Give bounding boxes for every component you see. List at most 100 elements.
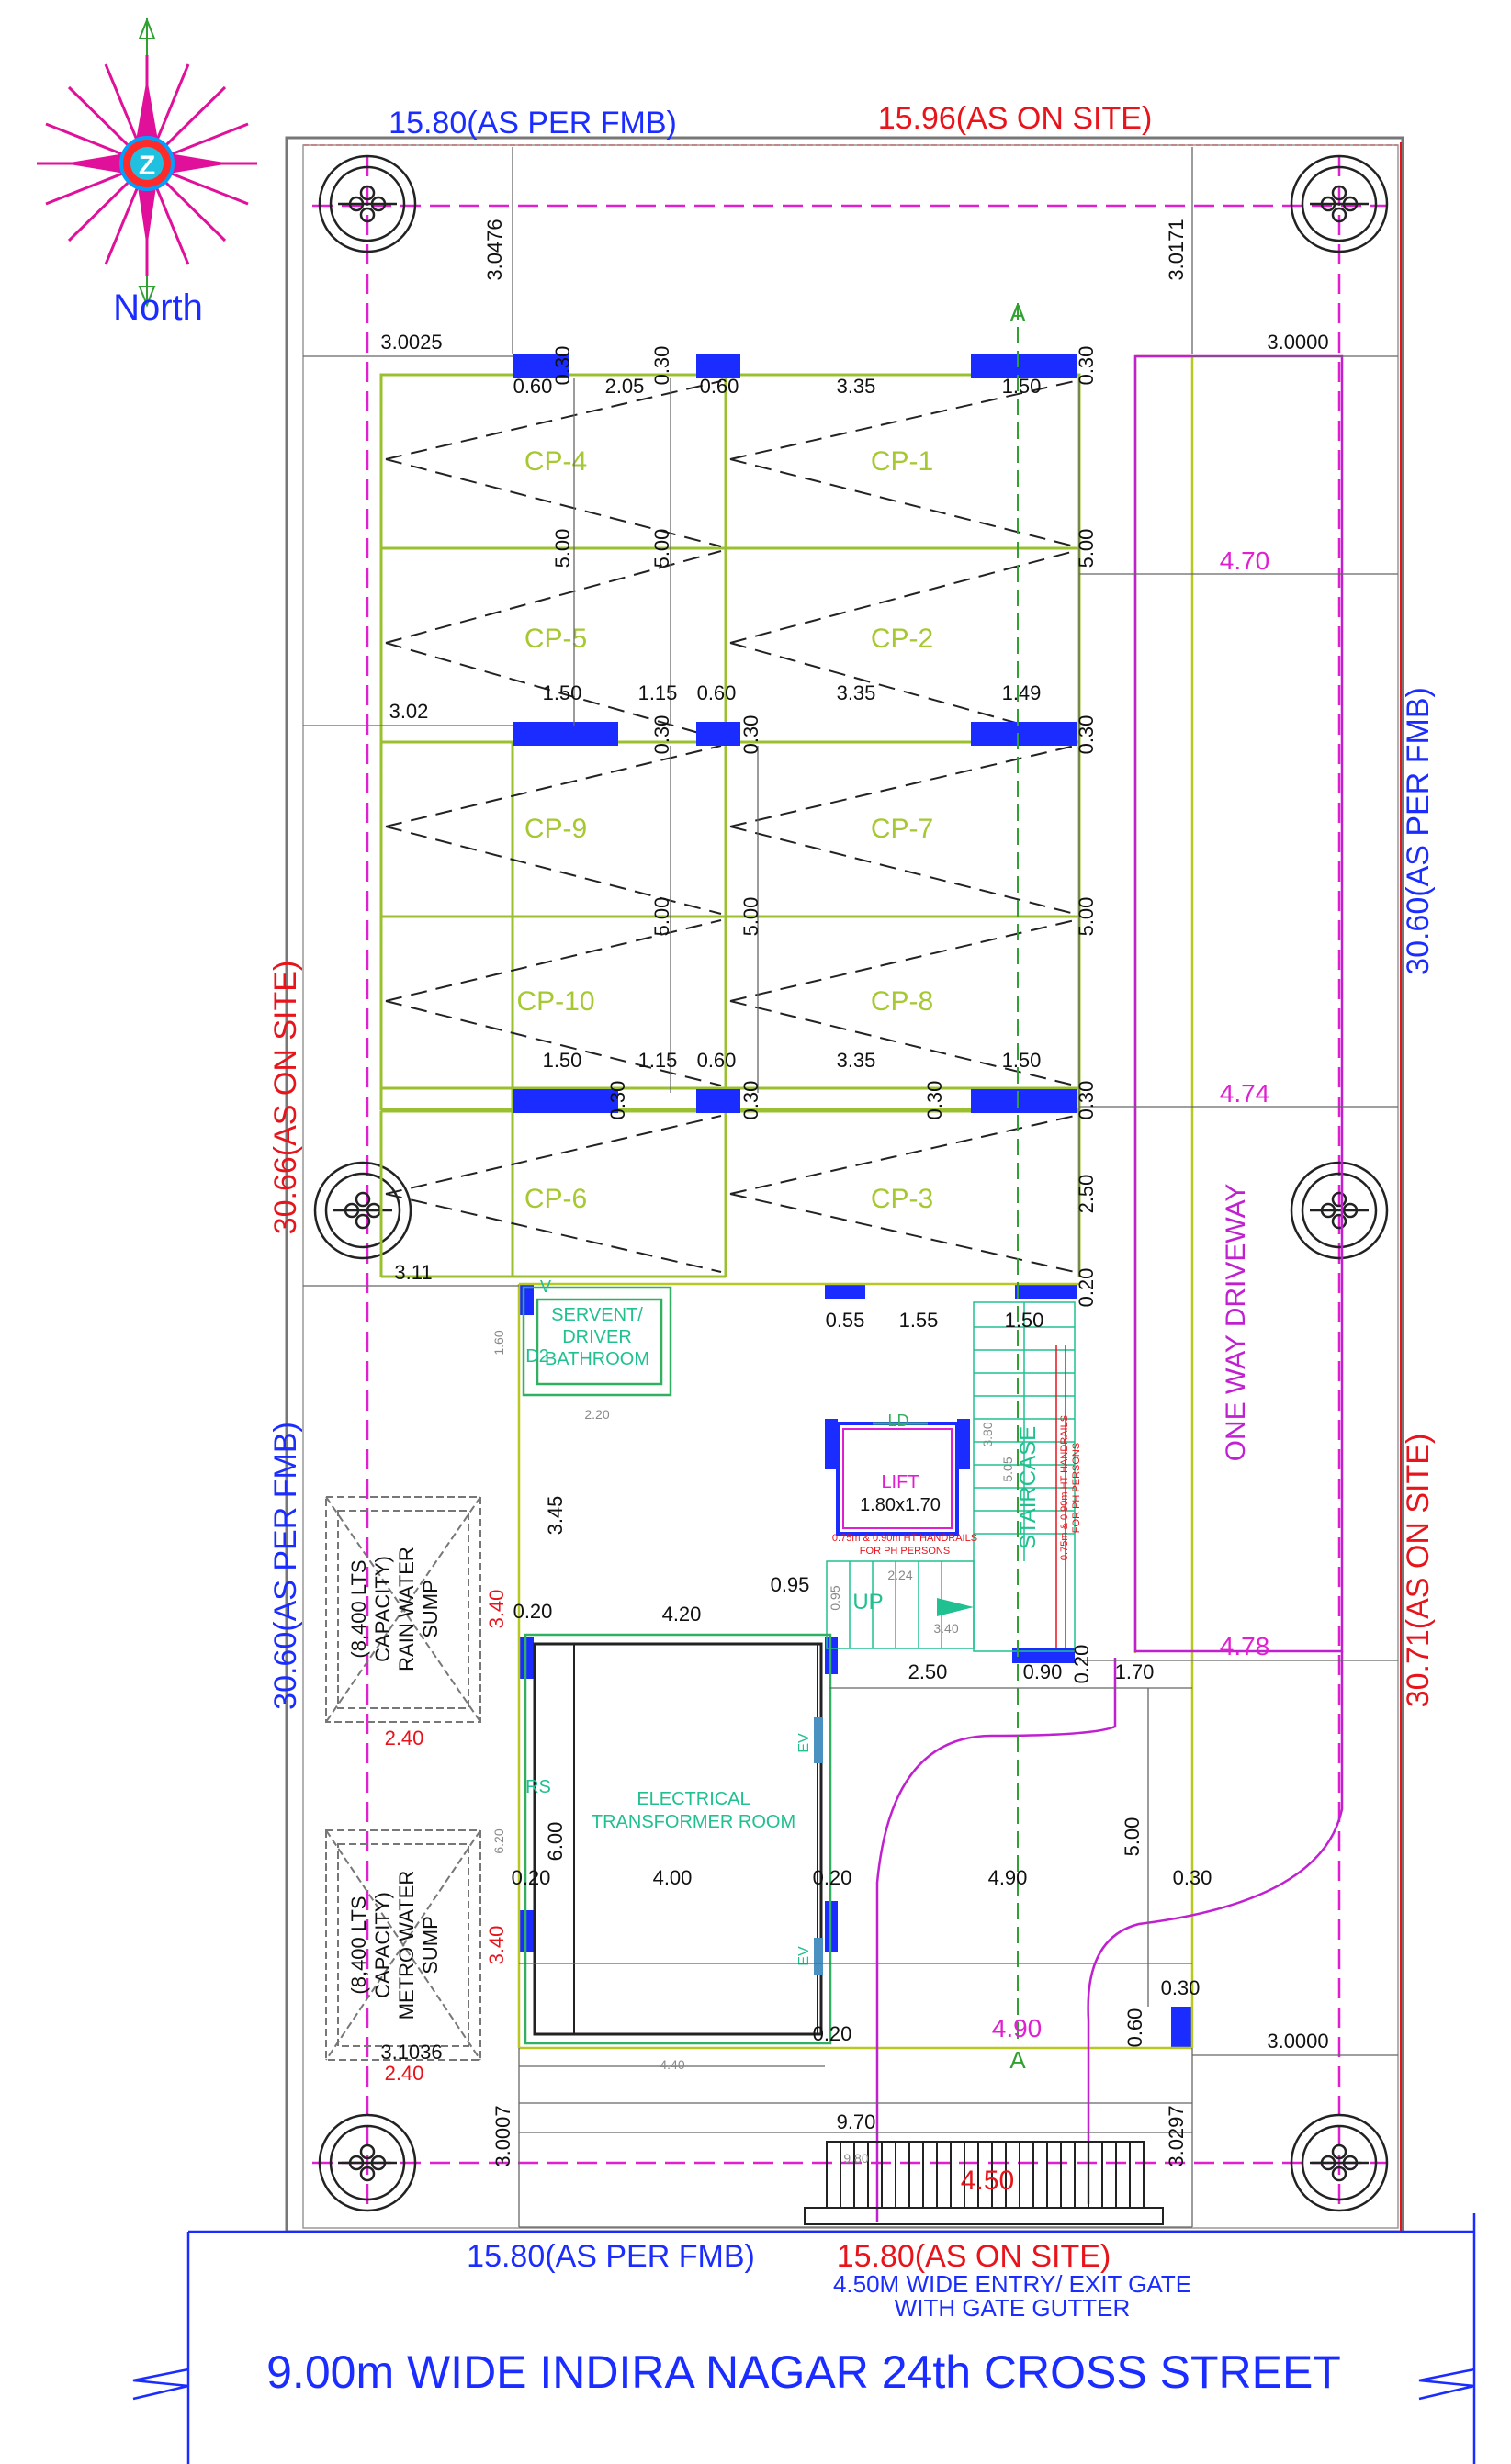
dim-c30-7: 0.30 (606, 1081, 629, 1120)
dim-d600: 6.00 (544, 1822, 567, 1862)
ev-vent-1 (814, 1717, 823, 1763)
ev-label-1: EV (796, 1733, 812, 1753)
lift-door-label: LD (887, 1412, 908, 1430)
dim-c30-12: 0.30 (1161, 1976, 1201, 1999)
rain-sump-line-1: (8,400 LTS (347, 1559, 370, 1658)
metro-sump-line-4: SUMP (419, 1916, 442, 1975)
dim-r1-4: 1.50 (1002, 375, 1042, 398)
dim-r4-1: 1.55 (899, 1309, 939, 1332)
driveway-label: ONE WAY DRIVEWAY (1221, 1184, 1251, 1462)
transformer-room (524, 1633, 832, 2045)
mag-dim-470: 4.70 (1220, 546, 1270, 575)
dim-setback-bottom-right: 3.0297 (1165, 2105, 1188, 2166)
dim-c500-5: 5.00 (739, 897, 762, 937)
dim-setback-left-low: 3.11 (394, 1261, 432, 1284)
rain-water-sump (325, 1496, 481, 1723)
dim-stair-0: 3.80 (980, 1422, 995, 1446)
dim-c30-10: 0.30 (1075, 1081, 1098, 1120)
gate-note-1: 4.50M WIDE ENTRY/ EXIT GATE (833, 2270, 1191, 2298)
lift-shaft (836, 1422, 959, 1536)
dim-setback-right-top: 3.0000 (1267, 331, 1328, 354)
dim-c30-9: 0.30 (923, 1081, 946, 1120)
dim-d490: 4.90 (988, 1866, 1028, 1889)
metro-water-sump (325, 1829, 481, 2061)
dim-c30-11: 0.30 (1173, 1866, 1212, 1889)
dim-setback-top-right: 3.0171 (1165, 219, 1188, 280)
ev-label-2: EV (796, 1946, 812, 1966)
dim-c30-6: 0.30 (1075, 715, 1098, 755)
dim-stair-4: 0.95 (828, 1585, 842, 1610)
bottom-site-label: 15.80(AS ON SITE) (837, 2239, 1111, 2274)
stair-arrow-icon (937, 1598, 974, 1616)
dim-c020-4: 0.20 (813, 1866, 852, 1889)
servant-door: D2 (525, 1346, 549, 1367)
metro-sump-height: 3.40 (485, 1926, 508, 1965)
columns (513, 354, 1193, 2048)
dim-r1-0: 0.60 (513, 375, 553, 398)
parking-diagonals (385, 380, 1076, 1273)
dim-r4-0: 0.55 (826, 1309, 865, 1332)
parking-label-cp7: CP-7 (871, 814, 933, 844)
servant-vent: V (540, 1277, 551, 1296)
dim-r2-3: 3.35 (837, 681, 876, 704)
dim-c30-3: 0.30 (1075, 346, 1098, 386)
dim-c500-1: 5.00 (551, 529, 574, 568)
dim-c500-4: 5.00 (650, 897, 673, 937)
handrail-note-v2: FOR PH PERSONS (1071, 1443, 1082, 1533)
right-site-label: 30.71(AS ON SITE) (1401, 1434, 1436, 1708)
dim-c500-6: 5.00 (1075, 897, 1098, 937)
parking-label-cp4: CP-4 (524, 446, 587, 477)
gate-dim: 4.50 (961, 2166, 1014, 2196)
dim-d620: 6.20 (491, 1828, 506, 1853)
driveway (875, 354, 1344, 2222)
parking-label-cp8: CP-8 (871, 986, 933, 1017)
gate-note-2: WITH GATE GUTTER (895, 2294, 1131, 2322)
parking-label-cp10: CP-10 (516, 986, 594, 1017)
dim-setback-bottom-left: 3.0007 (491, 2105, 514, 2166)
metro-sump-line-1: (8,400 LTS (347, 1896, 370, 1994)
parking-label-cp2: CP-2 (871, 624, 933, 654)
rs-label: RS (525, 1777, 551, 1797)
rain-sump-height: 3.40 (485, 1590, 508, 1629)
parking-label-cp1: CP-1 (871, 446, 933, 477)
top-site-label: 15.96(AS ON SITE) (878, 101, 1153, 136)
dim-stair-2: 2.24 (887, 1568, 912, 1582)
mag-dim-474: 4.74 (1220, 1079, 1270, 1108)
parking-labels: CP-1 CP-2 CP-3 CP-4 CP-5 CP-6 CP-7 CP-8 … (516, 446, 933, 1214)
dim-r3-0: 1.50 (543, 1049, 582, 1072)
gate-gutter-icon (804, 2141, 1164, 2225)
staircase (826, 1301, 1076, 1652)
parking-label-cp9: CP-9 (524, 814, 587, 844)
transformer-label-1: ELECTRICAL (637, 1789, 750, 1809)
dim-lift-2: 0.20 (1070, 1645, 1093, 1684)
parking-label-cp5: CP-5 (524, 624, 587, 654)
dim-r4-2: 1.50 (1005, 1309, 1044, 1332)
dim-lift-1: 0.90 (1023, 1660, 1063, 1683)
dim-d400: 4.00 (653, 1866, 693, 1889)
dim-r1-3: 3.35 (837, 375, 876, 398)
servant-bathroom (522, 1286, 672, 1397)
dim-r2-0: 1.50 (543, 681, 582, 704)
metro-sump-line-2: CAPACITY) (371, 1892, 394, 1998)
dim-c020-2: 0.20 (513, 1600, 553, 1623)
dim-d420: 4.20 (662, 1603, 702, 1626)
servant-label-2: DRIVER (562, 1327, 632, 1347)
metro-sump-line-3: METRO WATER (395, 1871, 418, 2020)
dim-c500-3: 5.00 (1075, 529, 1098, 568)
dim-setback-left-bottom: 3.1036 (380, 2041, 442, 2064)
dim-c30-2: 0.30 (650, 346, 673, 386)
dim-serv-w: 2.20 (584, 1407, 609, 1422)
dim-setback-right-bottom: 3.0000 (1267, 2030, 1328, 2053)
lift-label: LIFT (881, 1472, 919, 1492)
transformer-label-2: TRANSFORMER ROOM (592, 1812, 795, 1832)
section-a-top: A (1009, 299, 1026, 327)
dim-stair-1: 5.05 (1000, 1457, 1015, 1481)
manhole-icons (313, 154, 1389, 2212)
dim-lift-3: 1.70 (1115, 1660, 1155, 1683)
dim-c30-1: 0.30 (551, 346, 574, 386)
street-outline (132, 2213, 1476, 2464)
left-fmb-label: 30.60(AS PER FMB) (268, 1422, 303, 1710)
servant-label-1: SERVENT/ (551, 1305, 643, 1325)
dim-r1-2: 0.60 (700, 375, 739, 398)
